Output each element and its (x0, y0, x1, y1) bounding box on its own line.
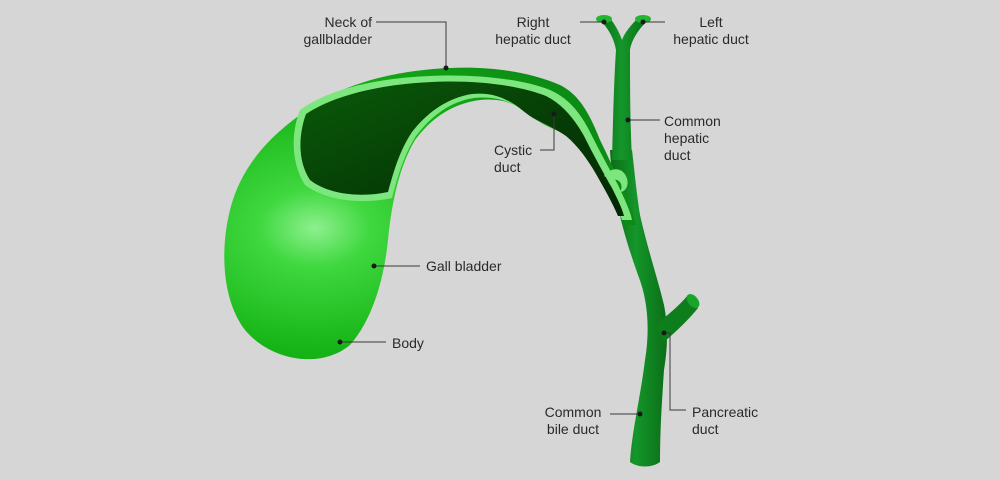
label-line: bile duct (546, 421, 600, 437)
gallbladder-lumen (300, 81, 624, 216)
left-hepatic-duct-opening (635, 15, 651, 23)
label-line: duct (692, 421, 719, 437)
label-line: Cystic (494, 142, 533, 158)
label-line: Body (392, 335, 424, 351)
label-line: Right (516, 14, 550, 30)
label-common-bile-duct: Common bile duct (538, 404, 608, 438)
label-left-hepatic-duct: Left hepatic duct (668, 14, 754, 48)
label-cystic-duct: Cystic duct (494, 142, 544, 176)
label-line: Gall bladder (426, 258, 502, 274)
cystic-duct-fold (604, 169, 628, 192)
label-line: gallbladder (303, 31, 373, 47)
leader-dots (337, 19, 667, 417)
label-line: Pancreatic (692, 404, 759, 420)
label-gall-bladder: Gall bladder (426, 258, 526, 275)
pancreatic-duct-opening (686, 294, 700, 308)
label-common-hepatic-duct: Common hepatic duct (664, 113, 744, 164)
label-line: Common (544, 404, 602, 420)
label-line: Common (664, 113, 721, 129)
label-line: Left (699, 14, 723, 30)
label-line: hepatic duct (495, 31, 571, 47)
label-line: hepatic duct (673, 31, 749, 47)
label-body: Body (392, 335, 442, 352)
label-right-hepatic-duct: Right hepatic duct (490, 14, 576, 48)
label-neck-of-gallbladder: Neck of gallbladder (300, 14, 373, 48)
label-pancreatic-duct: Pancreatic duct (692, 404, 772, 438)
common-hepatic-duct-shape (600, 18, 648, 160)
label-line: Neck of (324, 14, 372, 30)
right-hepatic-duct-opening (596, 15, 612, 23)
label-line: duct (664, 147, 691, 163)
common-bile-duct-shape (610, 150, 667, 467)
pancreatic-duct-shape (655, 295, 698, 342)
leader-lines (340, 21, 686, 415)
label-line: duct (494, 159, 521, 175)
label-line: hepatic (664, 130, 710, 146)
